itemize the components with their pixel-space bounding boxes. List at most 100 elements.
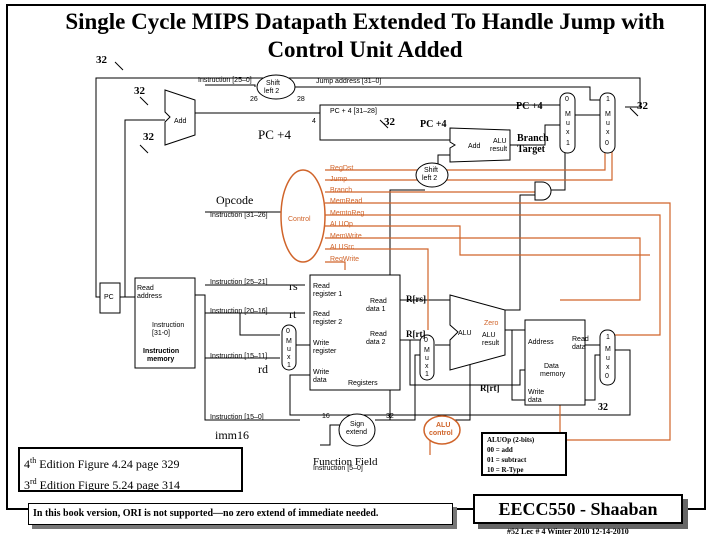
slide-title: Single Cycle MIPS Datapath Extended To H… xyxy=(65,9,665,62)
dmem-write-data-label: data xyxy=(528,397,542,404)
edition-note-4th: 4th Edition Figure 4.24 page 329 xyxy=(24,456,180,471)
dmem-memory-label: memory xyxy=(540,371,566,378)
branch-and-gate xyxy=(534,181,552,201)
instruction-memory xyxy=(134,277,196,369)
reg-read-data1b-label: data 1 xyxy=(366,306,386,313)
mux-regdst xyxy=(281,324,297,371)
add-pc4 xyxy=(164,89,196,146)
wire-label-instr-25-21: Instruction [25–21] xyxy=(210,279,268,286)
registers-title-label: Registers xyxy=(348,380,378,387)
dmem-write-label: Write xyxy=(528,389,545,396)
data-memory xyxy=(524,319,586,406)
pc4-label: PC +4 xyxy=(420,119,447,130)
course-title: EECC550 - Shaaban xyxy=(498,499,658,519)
mux-input-0: 0 xyxy=(605,373,609,380)
reg-read-data1-label: Read xyxy=(370,298,387,305)
mux-jump-label: M xyxy=(605,111,611,118)
imem-range-label: [31-0] xyxy=(152,330,170,337)
wire-funct xyxy=(320,424,340,446)
edition-note-3rd: 3rd Edition Figure 5.24 page 314 xyxy=(24,477,180,492)
ctrl-signal-memread: MemRead xyxy=(330,198,363,205)
imem-title-label: Instruction xyxy=(143,348,180,355)
wire-label-32: 32 xyxy=(386,413,394,420)
reg-write-data-label: Write xyxy=(313,369,330,376)
bus-width-32: 32 xyxy=(598,402,608,413)
alu-control-label: ALU xyxy=(436,422,451,429)
reg-read-reg1-label: Read xyxy=(313,283,330,290)
alu-label: ALU xyxy=(482,332,496,339)
mux-alusrc xyxy=(419,334,435,381)
r-rt-label: R[rt] xyxy=(480,383,500,393)
ctrl-memread xyxy=(325,202,671,441)
ctrl-signal-alusrc: ALUSrc xyxy=(330,244,355,251)
branch-target-label: Branch Target xyxy=(517,133,549,155)
wire-pc4-to-add2 xyxy=(319,113,450,141)
wire-label-instr-20-16: Instruction [20–16] xyxy=(210,308,268,315)
wire-writeback xyxy=(289,349,631,416)
reg-read-data2b-label: data 2 xyxy=(366,339,386,346)
imm16-label: imm16 xyxy=(215,428,250,442)
bus-width-32: 32 xyxy=(384,116,395,128)
reg-write-regb-label: register xyxy=(313,348,337,355)
control-label: Control xyxy=(288,216,311,223)
mux-memtoreg xyxy=(599,329,616,386)
mux-alusrc-label: M xyxy=(424,347,430,354)
aluop-legend-rtype: 10 = R-Type xyxy=(487,466,524,474)
shift-left-2-jump xyxy=(256,74,296,100)
wire-label-jump-address: Jump address [31–0] xyxy=(316,78,382,85)
ctrl-signal-branch: Branch xyxy=(330,187,353,194)
mux-branch-label: M xyxy=(565,111,571,118)
reg-read-reg1b-label: register 1 xyxy=(313,291,343,298)
wire-label-pc4-31-28: PC + 4 [31–28] xyxy=(330,108,377,115)
wire-sign-to-mux xyxy=(375,354,420,421)
add-pc-label: Add xyxy=(174,118,187,125)
wire-add2-to-mux1 xyxy=(510,124,560,146)
wire-label-4: 4 xyxy=(312,118,316,125)
aluop-legend-box: ALUOp (2-bits) 00 = add 01 = subtract 10… xyxy=(481,432,567,476)
alu-result-label: result xyxy=(482,340,500,347)
wire-alu-bypass xyxy=(511,330,600,401)
alu-control-label2: control xyxy=(429,430,453,437)
dmem-title-label: Data xyxy=(544,363,559,370)
alu-label: ALU xyxy=(458,330,472,337)
mux-regdst-label: M xyxy=(286,338,292,345)
course-badge: EECC550 - Shaaban xyxy=(473,494,683,524)
wire-pc-to-add xyxy=(124,119,165,297)
mux-memtoreg-label: M xyxy=(605,346,611,353)
mux-input-0: 0 xyxy=(424,337,428,344)
wire-label-26: 26 xyxy=(250,96,258,103)
mux-alusrc-label: x xyxy=(425,363,429,370)
mux-input-0: 0 xyxy=(565,96,569,103)
mux-input-0: 0 xyxy=(605,140,609,147)
reg-read-reg2b-label: register 2 xyxy=(313,319,343,326)
alu-zero-label: Zero xyxy=(484,320,499,327)
wire-read2-to-dmem xyxy=(409,340,525,386)
shift-branch-label2: left 2 xyxy=(422,175,438,182)
opcode-label: Opcode xyxy=(216,193,254,207)
wire-label-instr-31-26: Instruction [31–26] xyxy=(210,212,268,219)
ctrl-signal-jump: Jump xyxy=(330,176,348,183)
alu xyxy=(449,294,506,371)
wire-label-instr-15-11: Instruction [15–11] xyxy=(210,353,268,360)
sign-extend-label2: extend xyxy=(346,429,368,436)
reg-read-data2-label: Read xyxy=(370,331,387,338)
sign-extend-label: Sign xyxy=(350,421,365,428)
control-unit xyxy=(280,169,326,263)
dmem-read-label: Read xyxy=(572,336,589,343)
imem-memory-label: memory xyxy=(147,356,175,363)
bus-width-32: 32 xyxy=(143,131,154,143)
mux-input-1: 1 xyxy=(566,140,570,147)
mux-input-1: 1 xyxy=(606,96,610,103)
wire-zero-to-and xyxy=(505,194,535,311)
dmem-data-label: data xyxy=(572,344,586,351)
imem-address-label: address xyxy=(137,293,162,300)
ctrl-memtoreg xyxy=(325,214,661,336)
function-field-label: Function Field xyxy=(313,456,378,468)
ctrl-signal-regwrite: RegWrite xyxy=(330,256,360,263)
pc-register xyxy=(99,282,121,314)
pc4-label: PC +4 xyxy=(516,101,543,112)
ori-note-box: In this book version, ORI is not support… xyxy=(28,503,453,525)
mux-branch-label: u xyxy=(566,120,570,127)
shift-left-2-branch xyxy=(415,162,449,188)
wire-label-instr-5-0: Instruction [5–0] xyxy=(313,465,363,472)
